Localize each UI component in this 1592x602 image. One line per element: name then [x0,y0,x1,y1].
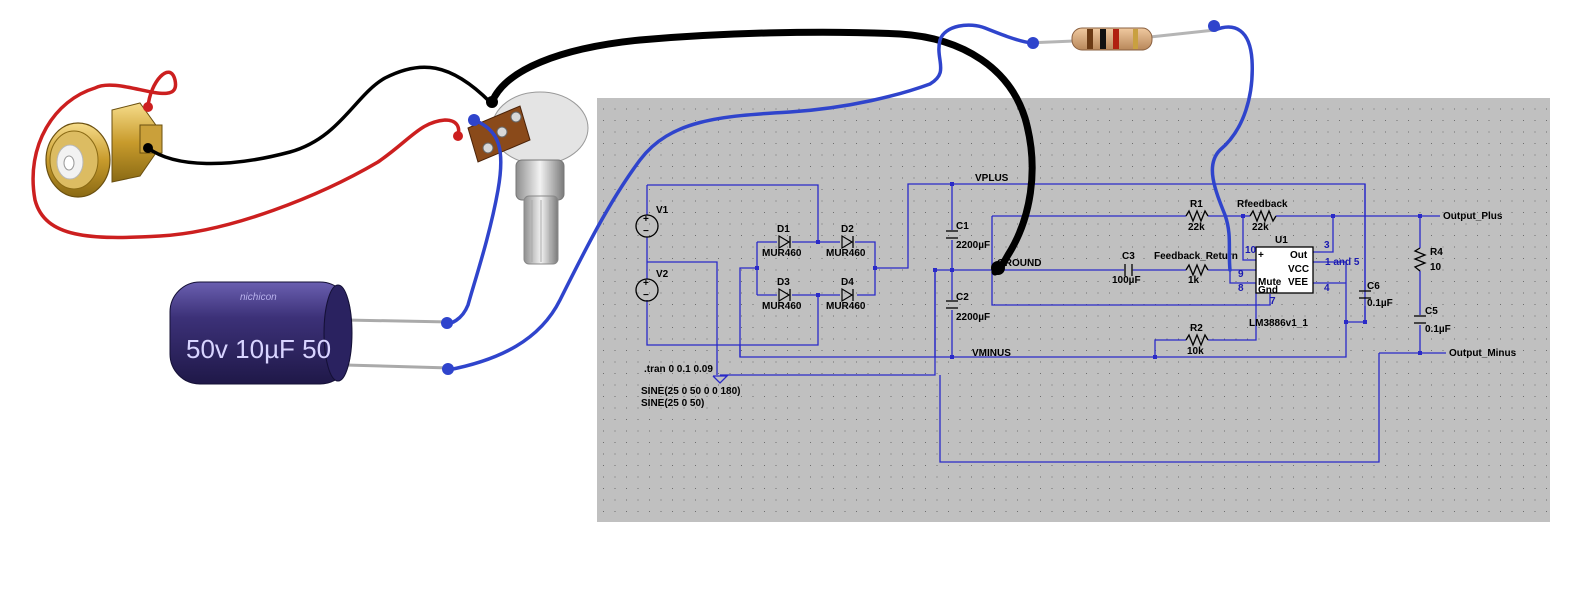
net-output-plus: Output_Plus [1443,211,1503,222]
svg-text:D4: D4 [841,277,854,288]
svg-text:C2: C2 [956,292,969,303]
label-v2: V2 [656,269,669,280]
diode-d3: D3 MUR460 [762,277,802,312]
capacitor-c2: C2 2200µF [946,292,990,323]
label-v1: V1 [656,205,669,216]
svg-text:D1: D1 [777,224,790,235]
net-vminus: VMINUS [972,348,1011,359]
svg-text:D3: D3 [777,277,790,288]
svg-text:+: + [643,214,649,225]
svg-text:0.1µF: 0.1µF [1425,324,1451,335]
voltage-source-v2: + − V2 [635,269,669,302]
directive-tran: .tran 0 0.1 0.09 [644,364,713,375]
svg-text:+: + [1258,250,1264,261]
resistor-r4: R4 10 [1413,247,1443,273]
svg-text:VEE: VEE [1288,277,1308,288]
svg-text:R2: R2 [1190,323,1203,334]
svg-text:Out: Out [1290,250,1308,261]
svg-text:MUR460: MUR460 [762,248,802,259]
svg-text:MUR460: MUR460 [826,248,866,259]
svg-text:D2: D2 [841,224,854,235]
resistor-r2: R2 10k [1185,323,1209,357]
net-vplus: VPLUS [975,173,1009,184]
ground-symbol [712,375,729,384]
svg-text:LM3886v1_1: LM3886v1_1 [1249,318,1308,329]
svg-text:10k: 10k [1187,346,1204,357]
directive-sine-2: SINE(25 0 50) [641,398,704,409]
diode-d2: D2 MUR460 [826,224,866,259]
svg-text:+: + [643,278,649,289]
directive-sine-1: SINE(25 0 50 0 0 180) [641,386,741,397]
capacitor-c5: C5 0.1µF [1414,306,1451,335]
svg-text:7: 7 [1270,296,1276,307]
svg-text:10: 10 [1430,262,1442,273]
junction-dots [755,182,1422,359]
svg-text:4: 4 [1324,283,1330,294]
diode-d1: D1 MUR460 [762,224,802,259]
capacitor-brand: nichicon [240,292,277,303]
rca-jack-image [45,102,163,198]
capacitor-c1: C1 2200µF [946,221,990,251]
svg-text:C1: C1 [956,221,969,232]
svg-text:10: 10 [1245,245,1257,256]
resistor-r1: R1 22k [1185,199,1209,233]
svg-text:−: − [643,290,649,301]
diode-d4: D4 MUR460 [826,277,866,312]
voltage-source-v1: + − V1 [635,205,669,238]
svg-text:8: 8 [1238,283,1244,294]
overlay-connection-dots [143,20,1220,375]
svg-text:2200µF: 2200µF [956,312,990,323]
svg-text:R4: R4 [1430,247,1443,258]
svg-text:C6: C6 [1367,281,1380,292]
schematic-canvas [597,98,1550,522]
electrolytic-capacitor-image: 50v 10µF 50 nichicon [169,281,451,385]
resistor-rfeedback: Rfeedback 22k [1237,199,1288,233]
svg-text:−: − [643,226,649,237]
svg-text:VCC: VCC [1288,264,1309,275]
axial-resistor-image [1026,27,1216,51]
svg-text:22k: 22k [1252,222,1269,233]
svg-text:1 and 5: 1 and 5 [1325,257,1360,268]
svg-text:MUR460: MUR460 [826,301,866,312]
capacitor-print: 50v 10µF 50 [186,334,331,364]
black-wires [146,28,1036,276]
resistor-input-1k: 1k [1185,263,1209,286]
svg-text:3: 3 [1324,240,1330,251]
blue-wires [443,23,1254,372]
svg-text:C5: C5 [1425,306,1438,317]
svg-text:Gnd: Gnd [1258,285,1278,296]
red-wires [31,70,461,240]
svg-text:9: 9 [1238,269,1244,280]
svg-text:1k: 1k [1188,275,1200,286]
svg-text:2200µF: 2200µF [956,240,990,251]
potentiometer-image [467,91,589,265]
svg-text:C3: C3 [1122,251,1135,262]
svg-text:Rfeedback: Rfeedback [1237,199,1288,210]
svg-text:MUR460: MUR460 [762,301,802,312]
capacitor-c6: C6 0.1µF [1359,281,1393,309]
svg-text:Mute: Mute [1258,277,1282,288]
svg-text:R1: R1 [1190,199,1203,210]
capacitor-c3: C3 100µF [1112,251,1141,286]
ic-u1-lm3886: U1 + Out VCC VEE Mute Gnd 10 3 9 8 7 4 1… [1238,235,1360,329]
net-feedback-return: Feedback_Return [1154,251,1238,262]
net-ground: GROUND [997,258,1041,269]
svg-text:0.1µF: 0.1µF [1367,298,1393,309]
svg-text:22k: 22k [1188,222,1205,233]
net-output-minus: Output_Minus [1449,348,1517,359]
svg-text:100µF: 100µF [1112,275,1141,286]
svg-text:U1: U1 [1275,235,1288,246]
